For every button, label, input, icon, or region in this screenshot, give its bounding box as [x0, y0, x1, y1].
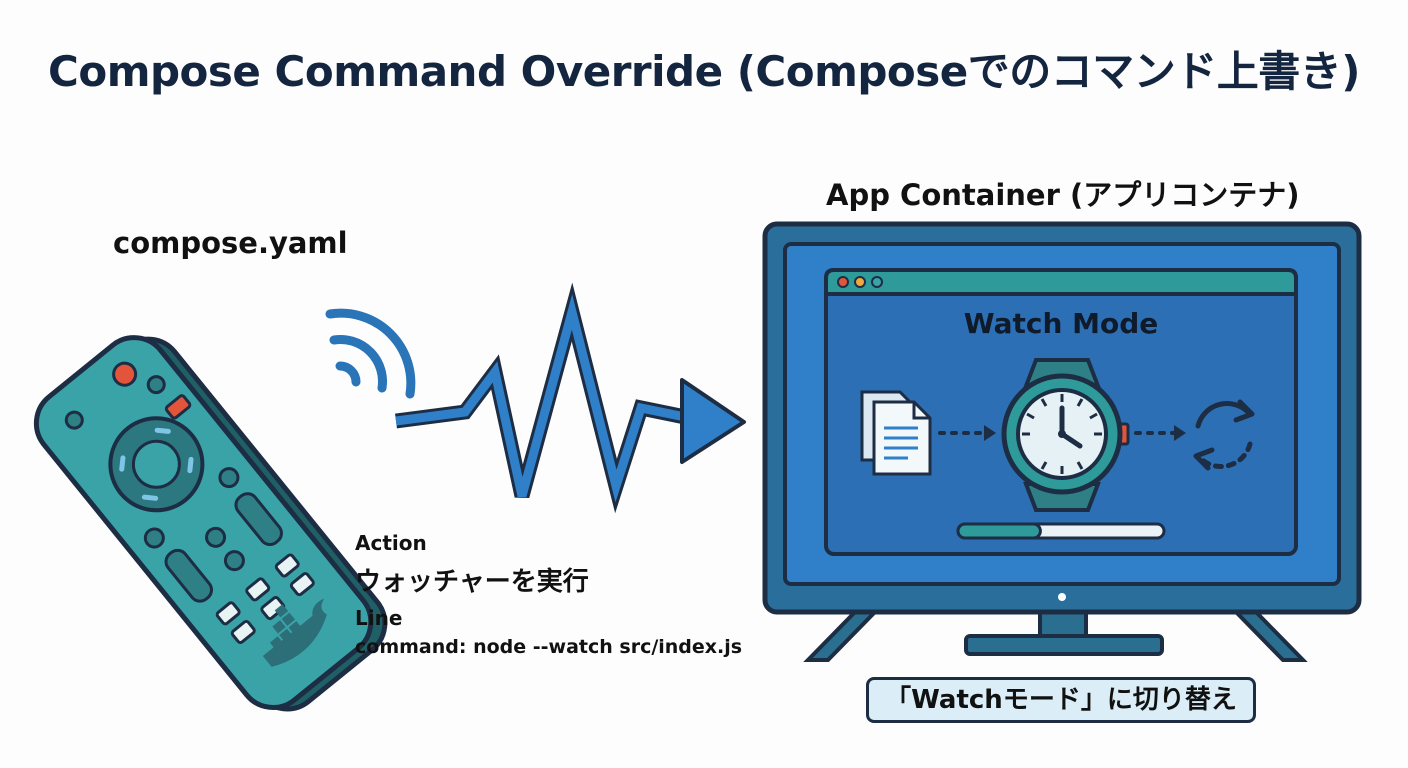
- watch-icon: [1001, 358, 1130, 512]
- document-icon: [860, 390, 932, 476]
- line-text: command: node --watch src/index.js: [355, 636, 743, 658]
- container-label: App Container (アプリコンテナ): [826, 178, 1300, 212]
- watch-mode-title: Watch Mode: [963, 307, 1159, 340]
- wifi-signal-icon: [325, 308, 416, 399]
- switch-mode-badge: 「Watchモード」に切り替え: [866, 677, 1256, 723]
- remote-label: compose.yaml: [113, 226, 348, 260]
- diagram-title: Compose Command Override (Composeでのコマンド上…: [48, 47, 1360, 96]
- refresh-icon: [1193, 399, 1255, 471]
- action-heading: Action: [355, 531, 427, 555]
- remote-control-icon: [33, 335, 388, 712]
- docker-whale-icon: [262, 598, 327, 667]
- zigzag-arrow-icon: [395, 282, 746, 514]
- dotted-arrow-icon: [938, 425, 1186, 441]
- line-heading: Line: [355, 606, 403, 630]
- action-text: ウォッチャーを実行: [355, 567, 589, 597]
- progress-fill: [956, 522, 1042, 540]
